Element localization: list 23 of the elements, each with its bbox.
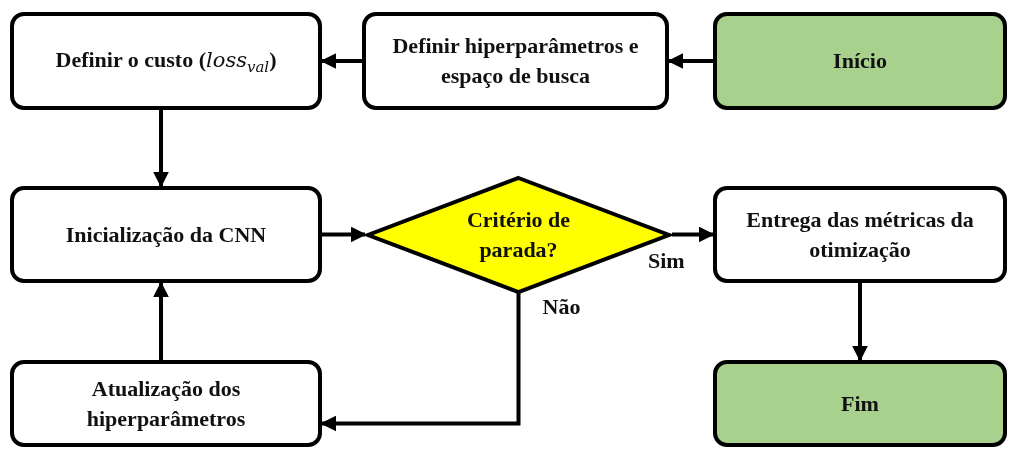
node-label: Atualização dos hiperparâmetros — [85, 374, 247, 433]
process-box — [362, 12, 669, 110]
node-label: Fim — [840, 389, 880, 418]
node-label: Início — [832, 47, 888, 76]
arrow — [322, 226, 367, 243]
process-box — [10, 186, 322, 283]
node-label: Entrega das métricas da otimização — [745, 205, 975, 264]
arrow — [320, 53, 362, 69]
arrow — [672, 226, 715, 243]
arrow — [320, 293, 521, 432]
arrow — [153, 110, 169, 188]
node-label: Definir hiperparâmetros e espaço de busca — [391, 32, 640, 90]
process-box — [713, 12, 1007, 110]
node-label: Critério de parada? — [465, 206, 572, 264]
arrow — [667, 53, 713, 69]
process-box — [10, 360, 322, 447]
node-label: Definir o custo (loss$_{val}$) — [54, 45, 278, 78]
process-box — [713, 186, 1007, 283]
process-box — [713, 360, 1007, 447]
process-box — [10, 12, 322, 110]
node-label: Inicialização da CNN — [64, 220, 268, 249]
arrow — [153, 281, 169, 360]
arrow — [852, 283, 868, 362]
